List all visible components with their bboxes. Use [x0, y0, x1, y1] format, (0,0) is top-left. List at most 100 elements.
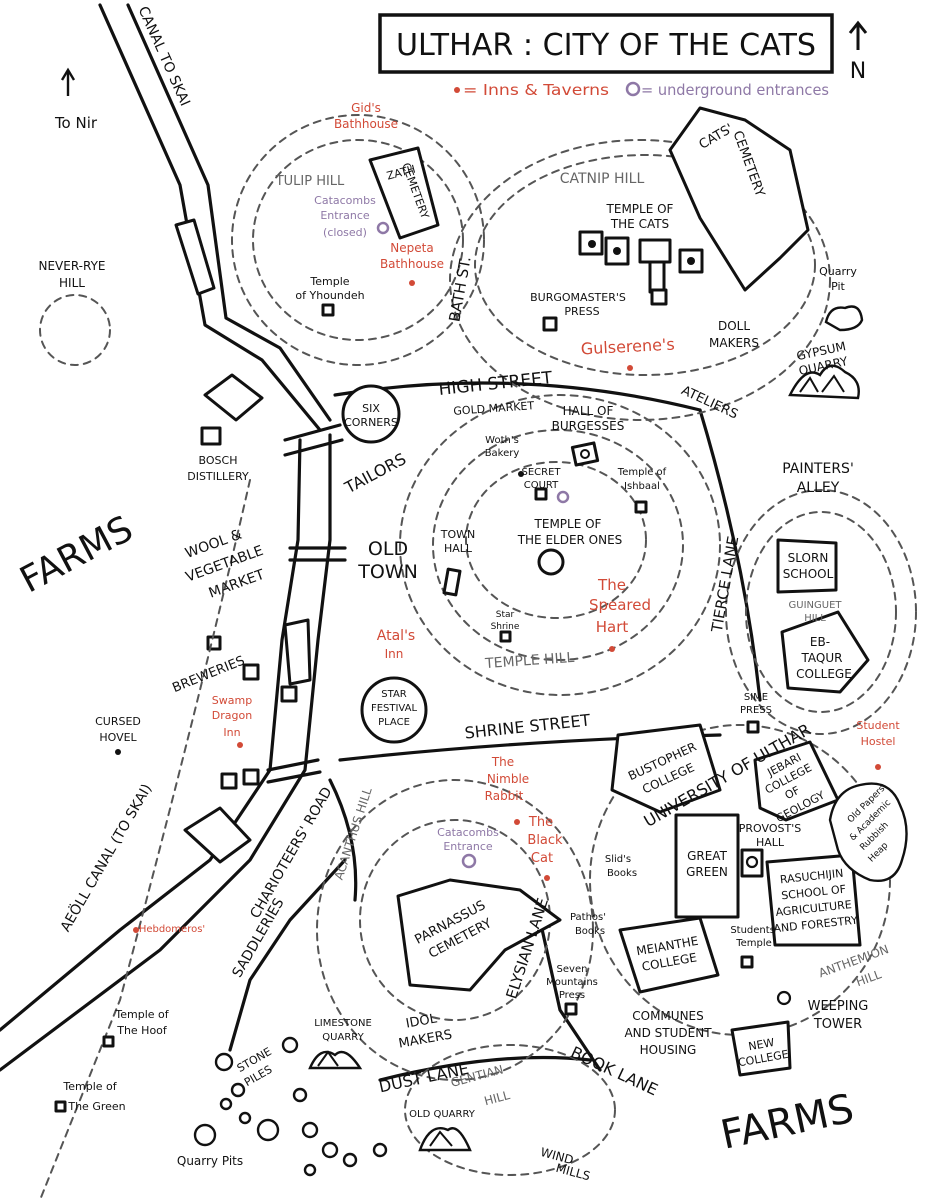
doll-makers-label-1: DOLL: [718, 319, 750, 333]
ishbaal-label-2: Ishbaal: [624, 481, 660, 492]
never-rye-hill-label-1: NEVER-RYE: [38, 259, 105, 273]
student-hostel-dot-icon: [875, 764, 881, 770]
new-college: [730, 1020, 792, 1077]
black-cat-dot-icon: [544, 875, 550, 881]
town-hall: [442, 567, 462, 597]
speared-hart-label-3: Hart: [596, 618, 629, 636]
gypsum-quarry-icon: [788, 364, 860, 400]
swamp-dragon-label-1: Swamp: [212, 694, 252, 707]
meianthe-college: [618, 916, 720, 994]
new-college-label-1: NEW: [747, 1036, 775, 1053]
wind-mills-label-2: MILLS: [554, 1161, 591, 1184]
black-cat-label-2: Black: [527, 833, 563, 848]
ebtaqur-label-1: EB-: [810, 635, 830, 649]
old-town-label-1: OLD: [368, 538, 408, 560]
north-arrow-icon: [848, 20, 868, 50]
bustopher-college: [610, 723, 722, 814]
tailors-label: TAILORS: [341, 449, 409, 497]
black-cat-label-3: Cat: [531, 851, 553, 866]
nimble-rabbit-label-1: The: [491, 755, 514, 769]
aeoll-canal-label: AEÖLL CANAL (TO SKAI): [56, 780, 155, 934]
catacombs-closed-label-1: Catacombs: [314, 194, 376, 207]
catnip-hill-label: CATNIP HILL: [560, 171, 645, 187]
weeping-tower-label-2: TOWER: [813, 1017, 862, 1032]
provosts-hall-label-2: HALL: [756, 836, 785, 849]
roads-layer: [0, 3, 762, 1082]
gold-market-label: GOLD MARKET: [453, 399, 535, 418]
catacombs-closed-label-3: (closed): [323, 226, 367, 239]
legend-inns: = Inns & Taverns: [463, 81, 609, 99]
tulip-hill-label: TULIP HILL: [275, 174, 345, 189]
legend-entrances: = underground entrances: [641, 81, 829, 99]
provosts-hall: [740, 848, 764, 878]
ebtaqur-label-2: TAQUR: [801, 651, 843, 665]
six-corners-label-1: SIX: [362, 402, 380, 415]
charioteers-road-label: CHARIOTEERS' ROAD: [247, 785, 335, 922]
swamp-dragon-label-2: Dragon: [212, 709, 252, 722]
bosch-distillery-label-2: DISTILLERY: [187, 470, 249, 483]
to-nir-arrow-icon: [60, 67, 76, 96]
cursed-hovel-label-2: HOVEL: [99, 731, 137, 744]
eb-taqur-college: [780, 610, 870, 694]
students-temple-label-2: Temple: [735, 938, 772, 949]
jebari-college: [753, 740, 840, 822]
nimble-rabbit-dot-icon: [514, 819, 520, 825]
rasuchijin-school: [765, 853, 862, 947]
yhoundeh-label-1: Temple: [309, 275, 349, 288]
jebari-label-3: OF: [783, 784, 802, 803]
legend-entrance-ring-icon: [625, 81, 641, 97]
never-rye-hill-label-2: HILL: [59, 276, 85, 290]
six-corners-label-2: CORNERS: [344, 416, 398, 429]
catacombs-entrance-ring-icon: [461, 853, 477, 869]
seven-mountains-label-2: Mountains: [546, 977, 598, 988]
temple-cats-label-1: TEMPLE OF: [606, 202, 674, 216]
guinguet-hill-label-1: GUINGUET: [789, 600, 843, 611]
to-nir-label: To Nir: [54, 114, 98, 132]
parnassus-cemetery: [396, 878, 562, 992]
great-green-label-1: GREAT: [687, 849, 727, 863]
atals-inn-label-2: Inn: [385, 647, 404, 661]
idol-makers-label-2: MAKERS: [397, 1027, 453, 1051]
guinguet-hill-label-2: HILL: [804, 613, 826, 624]
gulserene-dot-icon: [627, 365, 633, 371]
old-quarry-label: OLD QUARRY: [409, 1109, 476, 1120]
limestone-quarry-label-1: LIMESTONE: [314, 1018, 372, 1029]
hall-of-burgesses: [570, 441, 600, 467]
quarry-pit-label-2: Pit: [831, 280, 845, 293]
student-hostel-label-2: Hostel: [861, 735, 896, 748]
gids-bathhouse-label-1: Gid's: [351, 101, 381, 115]
sime-press-label-1: SIME: [744, 692, 768, 703]
title-box: [378, 13, 834, 74]
pathos-books-label-2: Books: [575, 926, 605, 937]
hebdomeros-label: Hebdomeros': [139, 924, 205, 935]
hoof-temple-label-1: Temple of: [114, 1008, 169, 1021]
star-shrine-label-1: Star: [496, 610, 515, 620]
nimble-rabbit-label-2: Nimble: [487, 772, 529, 786]
cursed-hovel-label-1: CURSED: [95, 715, 141, 728]
woths-bakery-label-1: Woth's: [485, 435, 519, 446]
dust-lane-label: DUST LANE: [377, 1059, 470, 1097]
ebtaqur-label-3: COLLEGE: [796, 667, 852, 681]
catacombs-entrance-label-2: Entrance: [443, 840, 493, 853]
sime-press-label-2: PRESS: [740, 705, 772, 716]
temple-of-the-cats: [578, 230, 704, 306]
speared-hart-dot-icon: [609, 646, 615, 652]
painters-alley-label-1: PAINTERS': [782, 461, 854, 477]
slids-books-label-2: Books: [607, 868, 637, 879]
burgomaster-label-2: PRESS: [564, 305, 599, 318]
hill-contours: [39, 114, 917, 1200]
speared-hart-label-2: Speared: [589, 596, 651, 614]
hoof-temple-label-2: The Hoof: [116, 1024, 168, 1037]
gids-bathhouse-label-2: Bathhouse: [334, 117, 398, 131]
nepeta-bathhouse-label-1: Nepeta: [390, 241, 433, 255]
communes-label-1: COMMUNES: [632, 1009, 704, 1023]
green-temple-label-2: The Green: [67, 1100, 125, 1113]
catacombs-closed-ring-icon: [376, 221, 390, 235]
catacombs-closed-label-2: Entrance: [320, 209, 370, 222]
woths-bakery-label-2: Bakery: [485, 448, 520, 459]
zath-cemetery: [368, 146, 440, 240]
slorn-school: [776, 538, 838, 594]
great-green-label-2: GREEN: [686, 865, 728, 879]
communes-label-3: HOUSING: [640, 1043, 697, 1057]
